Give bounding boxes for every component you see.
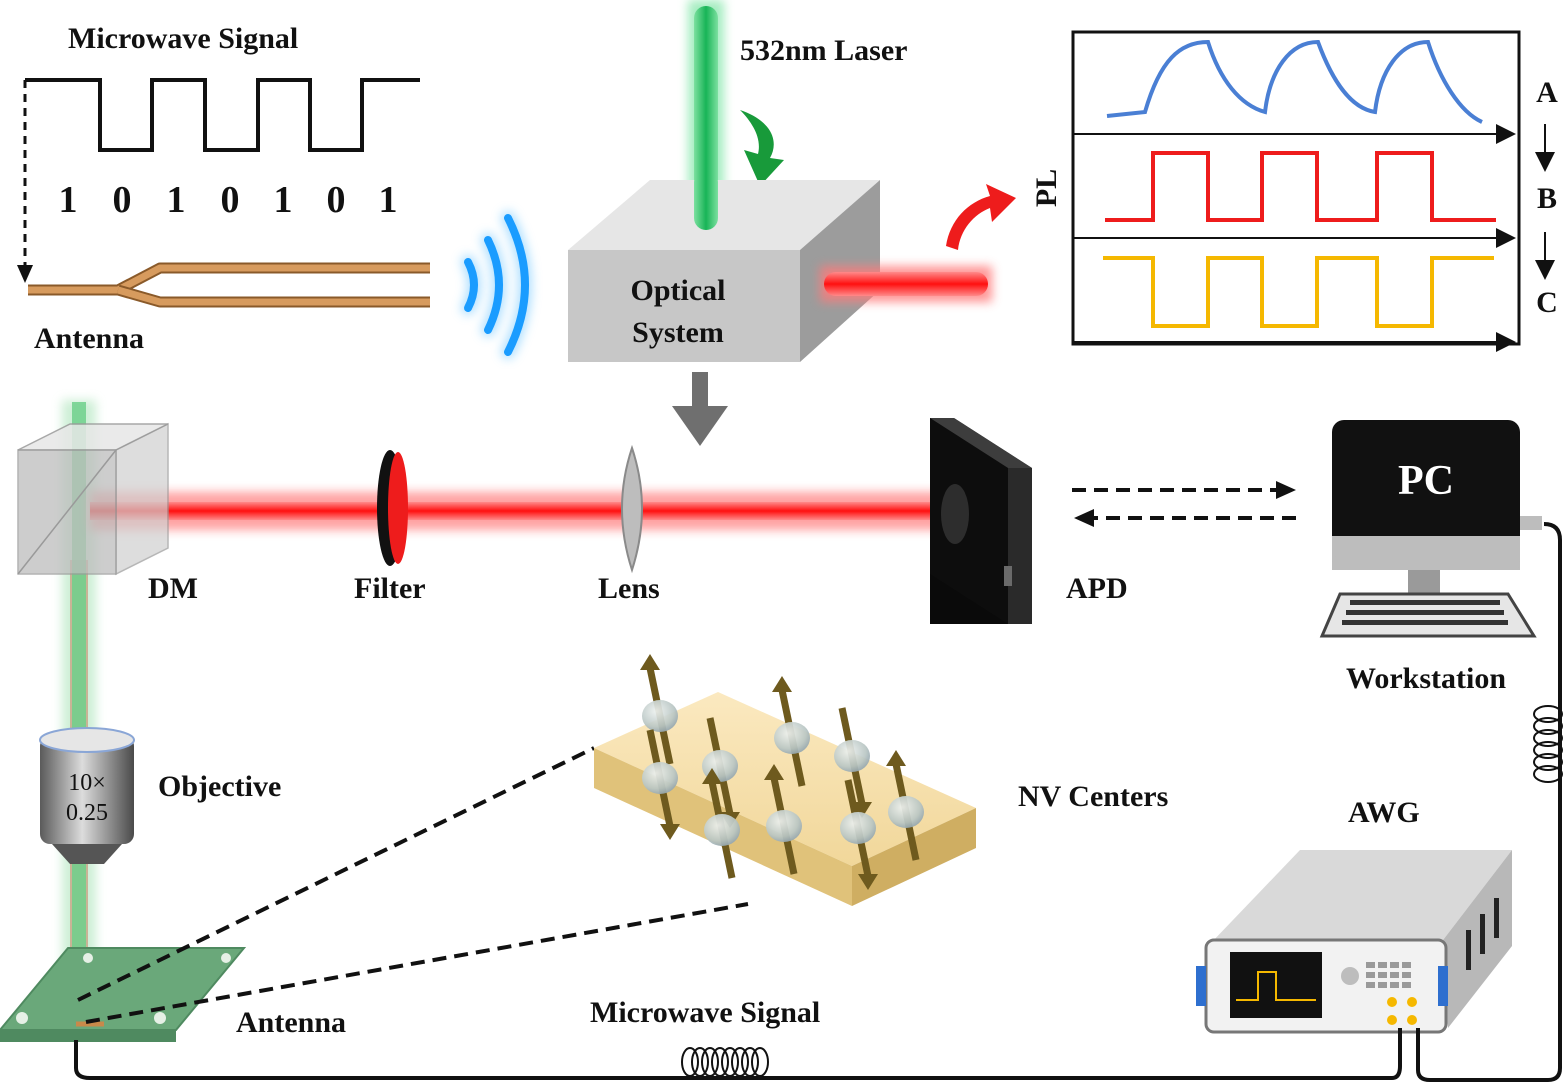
- objective-lens: 10× 0.25: [39, 727, 135, 864]
- bit-6: 0: [327, 179, 346, 221]
- objective-label: Objective: [158, 770, 281, 803]
- cable-coil-right: [1533, 705, 1563, 783]
- antenna-bottom-label: Antenna: [236, 1006, 346, 1039]
- nv-center-6: [702, 768, 740, 879]
- horizontal-red-beam: [90, 492, 952, 530]
- pl-plot-frame: [1071, 30, 1521, 346]
- nv-sphere: [888, 796, 924, 828]
- pc-screen-label: PC: [1398, 458, 1454, 504]
- curve-b-label: B: [1537, 182, 1557, 215]
- antenna-top-label: Antenna: [34, 322, 144, 355]
- apd-detector: [930, 418, 1032, 624]
- nv-sphere: [766, 810, 802, 842]
- apd-label: APD: [1066, 572, 1128, 605]
- spin-arrowhead: [702, 768, 722, 784]
- bit-1: 1: [59, 179, 78, 221]
- zoom-lines: [77, 746, 749, 1024]
- nv-center-8: [840, 779, 878, 890]
- red-output-beam: [820, 266, 992, 302]
- signal-dashed-arrowhead: [17, 265, 33, 283]
- output-curved-arrow: [946, 184, 1016, 250]
- optical-down-arrow: [672, 372, 728, 446]
- pl-plot: PL A B C: [1030, 30, 1558, 352]
- workstation-label: Workstation: [1346, 662, 1506, 695]
- pl-curve-b: [1105, 151, 1496, 222]
- spin-arrowhead: [886, 750, 906, 766]
- filter-label: Filter: [354, 572, 426, 605]
- nv-sphere: [642, 700, 678, 732]
- awg-label: AWG: [1348, 796, 1420, 829]
- square-wave-signal: [25, 78, 420, 152]
- pl-curve-c: [1103, 256, 1494, 328]
- wireless-waves-icon: [461, 211, 532, 359]
- spin-arrowhead: [858, 874, 878, 890]
- nv-sphere: [704, 814, 740, 846]
- lens-optic: [621, 444, 643, 574]
- antenna-pcb: [0, 947, 247, 1042]
- microwave-signal-bottom-label: Microwave Signal: [590, 996, 820, 1029]
- optical-system-label-line2: System: [632, 316, 724, 349]
- green-laser-beam-front: [694, 170, 718, 230]
- bit-sequence: 1 0 1 0 1 0 1: [59, 179, 398, 221]
- filter-optic: [377, 450, 408, 566]
- laser-curved-arrow: [740, 110, 784, 186]
- dm-label: DM: [148, 572, 198, 605]
- pc-workstation-icon: PC: [1319, 420, 1542, 638]
- nv-center-3: [772, 676, 810, 787]
- optical-system-box: [568, 180, 880, 362]
- laser-label: 532nm Laser: [740, 34, 908, 67]
- pl-axis-label: PL: [1030, 169, 1063, 207]
- awg-instrument: [1196, 850, 1512, 1034]
- bit-4: 0: [221, 179, 240, 221]
- objective-na: 0.25: [66, 800, 108, 826]
- optical-system-label-line1: Optical: [631, 274, 726, 307]
- nv-sphere: [834, 740, 870, 772]
- bit-3: 1: [167, 179, 186, 221]
- nv-sphere: [642, 762, 678, 794]
- nv-center-9: [886, 750, 924, 861]
- spin-arrowhead: [852, 802, 872, 818]
- nv-sphere: [774, 722, 810, 754]
- cable-coil-bottom: [681, 1047, 769, 1077]
- nv-sphere: [840, 812, 876, 844]
- bit-5: 1: [274, 179, 293, 221]
- nv-center-7: [764, 764, 802, 875]
- data-link-arrows: [1072, 481, 1296, 527]
- nv-center-1: [640, 654, 678, 765]
- nv-centers-label: NV Centers: [1018, 780, 1168, 813]
- microwave-signal-title: Microwave Signal: [68, 22, 298, 55]
- bit-7: 1: [379, 179, 398, 221]
- spin-arrowhead: [772, 676, 792, 692]
- nv-center-5: [642, 729, 680, 840]
- cables: [74, 522, 1562, 1082]
- antenna-top-graphic: [28, 262, 430, 308]
- lens-label: Lens: [598, 572, 660, 605]
- bit-2: 0: [113, 179, 132, 221]
- spin-arrowhead: [640, 654, 660, 670]
- dichroic-mirror-cube: [17, 422, 169, 576]
- objective-magnification: 10×: [68, 770, 106, 796]
- curve-c-label: C: [1536, 286, 1558, 319]
- spin-arrowhead: [764, 764, 784, 780]
- pl-curve-a: [1106, 39, 1483, 124]
- nv-centers-group: [640, 654, 924, 890]
- spin-arrowhead: [660, 824, 680, 840]
- nv-center-4: [834, 707, 872, 818]
- curve-a-label: A: [1536, 76, 1558, 109]
